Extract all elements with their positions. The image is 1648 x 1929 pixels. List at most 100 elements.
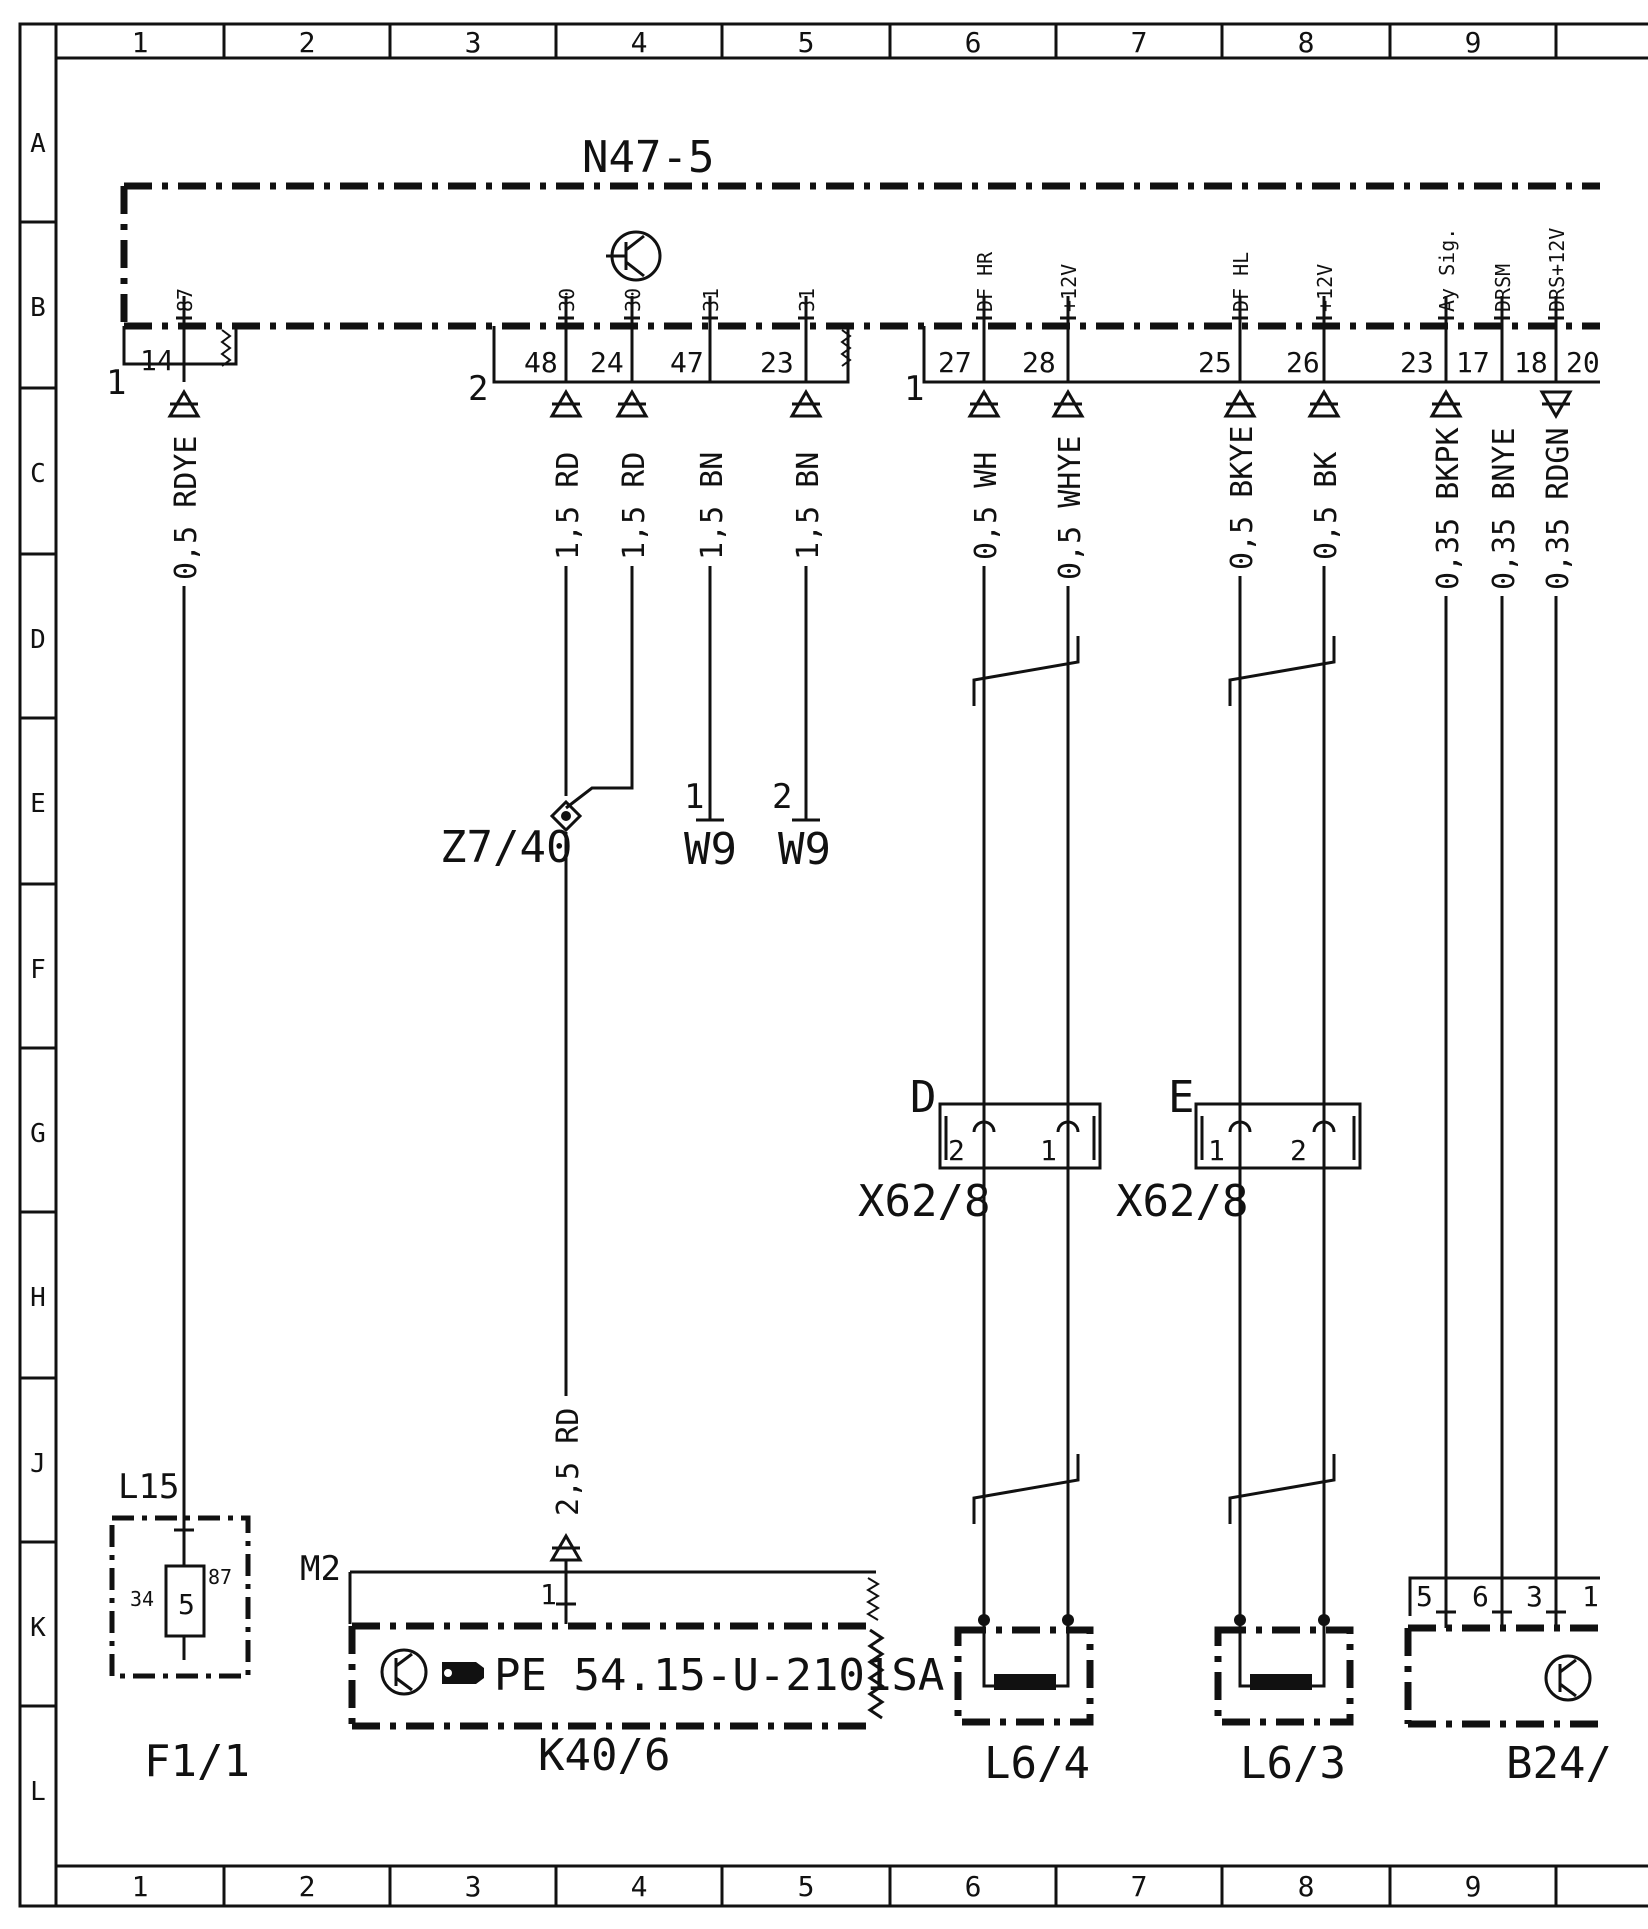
ground-label-1: W9 xyxy=(684,824,737,875)
wire-label-rd-48: 1,5 RD xyxy=(551,452,586,560)
motor-transistor-icon xyxy=(380,1648,428,1696)
column-ruler: 1 2 3 4 5 6 7 8 9 1 2 3 4 5 6 7 8 9 xyxy=(54,24,1558,1906)
transistor-icon xyxy=(606,230,662,282)
col-9-top: 9 xyxy=(1465,26,1482,59)
plug-connector-d: D 2 1 X62/8 xyxy=(858,1072,1102,1227)
motor-pin: 1 xyxy=(540,1578,557,1611)
motor-k40-6: M2 1 PE 54.15-U-2101SA K40/6 xyxy=(300,1533,944,1781)
connector-1-left-label: 1 xyxy=(106,363,126,403)
plug-connector-e: E 1 2 X62/8 xyxy=(1116,1072,1362,1227)
pin-48: 48 xyxy=(524,346,558,379)
col-4-bottom: 4 xyxy=(631,1870,648,1903)
ground-points: 1 2 W9 W9 xyxy=(684,777,831,875)
plug-e-pin-b: 2 xyxy=(1290,1134,1307,1167)
wire-labels: 0,5 RDYE 1,5 RD 1,5 RD 1,5 BN 1,5 BN 0,5… xyxy=(169,426,1576,1517)
col-3-bottom: 3 xyxy=(465,1870,482,1903)
col-1-top: 1 xyxy=(132,26,149,59)
wire-label-wh: 0,5 WH xyxy=(969,452,1004,560)
ground-pin-1: 1 xyxy=(684,777,704,817)
wire-label-rd-25: 2,5 RD xyxy=(551,1408,586,1516)
plug-d-pin-a: 2 xyxy=(948,1134,965,1167)
relay-pin-left: 34 xyxy=(130,1587,154,1611)
relay-fuse-value: 5 xyxy=(178,1588,195,1621)
pin-18: 18 xyxy=(1514,346,1548,379)
row-c: C xyxy=(30,459,46,489)
plug-e-pin-a: 1 xyxy=(1208,1134,1225,1167)
relay-f1-1: L15 5 34 87 F1/1 xyxy=(109,1467,251,1787)
sensor-b24: 5 6 3 1 B24/ xyxy=(1404,1576,1612,1789)
signal-12v-a: +12V xyxy=(1057,264,1081,312)
sensor-l6-3: L6/3 xyxy=(1214,1614,1354,1789)
pin-20: 20 xyxy=(1566,346,1600,379)
pin-numbers: 14 48 24 47 23 27 28 25 26 23 17 18 20 xyxy=(140,344,1600,379)
pin-17: 17 xyxy=(1456,346,1490,379)
col-9-bottom: 9 xyxy=(1465,1870,1482,1903)
motor-reference: PE 54.15-U-2101SA xyxy=(494,1650,944,1701)
b24-name: B24/ xyxy=(1506,1738,1612,1789)
relay-pin-right: 87 xyxy=(208,1565,232,1589)
wire-label-bkpk: 0,35 BKPK xyxy=(1431,427,1466,590)
col-6-top: 6 xyxy=(965,26,982,59)
signal-87: 87 xyxy=(173,288,197,312)
pin-25: 25 xyxy=(1198,346,1232,379)
pin-26: 26 xyxy=(1286,346,1320,379)
wire-label-rdye: 0,5 RDYE xyxy=(169,436,204,581)
reference-hand-icon xyxy=(442,1662,484,1684)
connector-1-right-label: 1 xyxy=(904,369,924,409)
col-8-bottom: 8 xyxy=(1298,1870,1315,1903)
wire-label-bnye: 0,35 BNYE xyxy=(1487,427,1522,590)
b24-pin-3: 3 xyxy=(1526,1580,1543,1613)
relay-name: F1/1 xyxy=(144,1736,250,1787)
wire-label-rdgn: 0,35 RDGN xyxy=(1541,427,1576,590)
ground-pin-2: 2 xyxy=(772,777,792,817)
signal-30-a: 30 xyxy=(555,288,579,312)
signal-ay-sig: Ay Sig. xyxy=(1435,228,1459,312)
row-l: L xyxy=(30,1777,46,1807)
row-h: H xyxy=(30,1283,46,1313)
sensor-l6-3-name: L6/3 xyxy=(1240,1738,1346,1789)
b24-pin-5: 5 xyxy=(1416,1580,1433,1613)
row-f: F xyxy=(30,955,46,985)
direction-arrows xyxy=(167,389,1573,419)
pin-23: 23 xyxy=(760,346,794,379)
plug-d-pin-b: 1 xyxy=(1040,1134,1057,1167)
connector-2-label: 2 xyxy=(468,369,488,409)
col-1-bottom: 1 xyxy=(132,1870,149,1903)
plug-d-letter: D xyxy=(910,1072,937,1123)
col-7-bottom: 7 xyxy=(1131,1870,1148,1903)
row-k: K xyxy=(30,1613,46,1643)
signal-df-hl: DF HL xyxy=(1229,252,1253,312)
wire-label-bk: 0,5 BK xyxy=(1309,452,1344,560)
row-e: E xyxy=(30,789,46,819)
wire-label-rd-24: 1,5 RD xyxy=(617,452,652,560)
col-7-top: 7 xyxy=(1131,26,1148,59)
b24-pin-6: 6 xyxy=(1472,1580,1489,1613)
row-d: D xyxy=(30,625,46,655)
signal-31-a: 31 xyxy=(699,288,723,312)
motor-name: K40/6 xyxy=(538,1730,670,1781)
splice-z7-40: Z7/40 xyxy=(440,799,583,873)
plug-d-label: X62/8 xyxy=(858,1176,990,1227)
relay-top-label: L15 xyxy=(118,1467,179,1507)
pin-14: 14 xyxy=(140,344,174,377)
sensor-l6-4-name: L6/4 xyxy=(984,1738,1090,1789)
col-5-top: 5 xyxy=(798,26,815,59)
signal-31-b: 31 xyxy=(795,288,819,312)
col-3-top: 3 xyxy=(465,26,482,59)
pin-stubs xyxy=(176,296,1564,382)
pin-47: 47 xyxy=(670,346,704,379)
row-g: G xyxy=(30,1119,46,1149)
b24-transistor-icon xyxy=(1544,1654,1592,1702)
splice-label: Z7/40 xyxy=(440,822,572,873)
col-2-top: 2 xyxy=(299,26,316,59)
col-6-bottom: 6 xyxy=(965,1870,982,1903)
row-b: B xyxy=(30,293,46,323)
pin-27: 27 xyxy=(938,346,972,379)
col-4-top: 4 xyxy=(631,26,648,59)
pin-28: 28 xyxy=(1022,346,1056,379)
col-5-bottom: 5 xyxy=(798,1870,815,1903)
col-8-top: 8 xyxy=(1298,26,1315,59)
row-ruler: A B C D E F G H J K L xyxy=(20,129,56,1807)
sensor-l6-4: L6/4 xyxy=(954,1614,1094,1789)
